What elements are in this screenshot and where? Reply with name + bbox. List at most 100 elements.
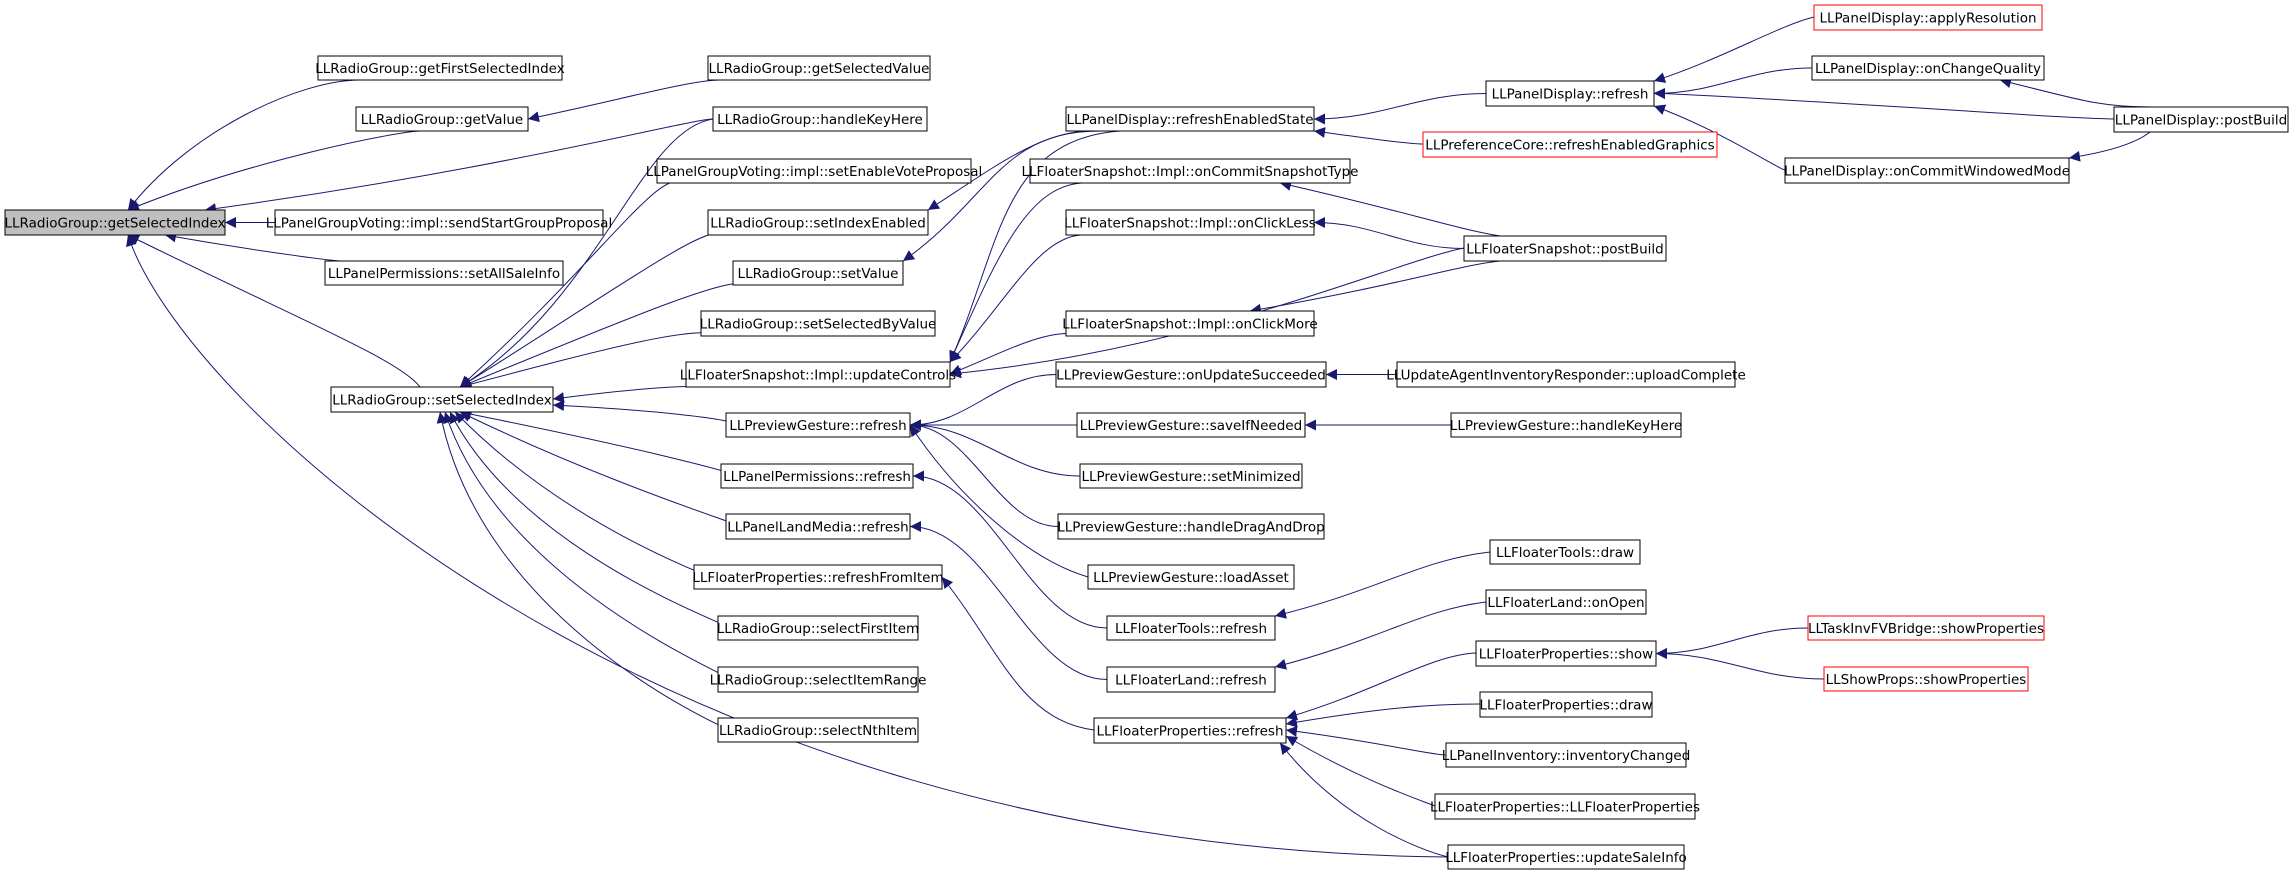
nodes: LLRadioGroup::getSelectedIndexLLRadioGro… xyxy=(4,4,2289,870)
call-edge xyxy=(436,411,731,731)
node-llradiogroup-getselectedvalue[interactable]: LLRadioGroup::getSelectedValue xyxy=(707,55,931,81)
call-edge xyxy=(552,400,741,426)
call-edge xyxy=(1653,16,1815,83)
node-label: LLRadioGroup::selectNthItem xyxy=(719,723,917,739)
node-box xyxy=(330,386,554,413)
call-edge xyxy=(1274,551,1491,619)
node-llpaneldisplay-oncommitwindowedmode[interactable]: LLPanelDisplay::onCommitWindowedMode xyxy=(1784,157,2070,184)
node-llradiogroup-selectfirstitem[interactable]: LLRadioGroup::selectFirstItem xyxy=(717,615,919,641)
node-llpreviewgesture-handlekeyhere[interactable]: LLPreviewGesture::handleKeyHere xyxy=(1450,412,1682,438)
node-llradiogroup-getfirstselectedindex[interactable]: LLRadioGroup::getFirstSelectedIndex xyxy=(315,55,565,81)
node-llradiogroup-getselectedindex[interactable]: LLRadioGroup::getSelectedIndex xyxy=(4,209,226,236)
node-llpanelgroupvoting-impl-setenablevoteproposal[interactable]: LLPanelGroupVoting::impl::setEnableVoteP… xyxy=(646,158,983,184)
node-llradiogroup-setindexenabled[interactable]: LLRadioGroup::setIndexEnabled xyxy=(707,209,929,236)
node-llradiogroup-setselectedindex[interactable]: LLRadioGroup::setSelectedIndex xyxy=(330,386,554,413)
node-llpaneldisplay-postbuild[interactable]: LLPanelDisplay::postBuild xyxy=(2113,106,2289,133)
node-label: LLPreviewGesture::setMinimized xyxy=(1081,469,1300,485)
node-llpreviewgesture-saveifneeded[interactable]: LLPreviewGesture::saveIfNeeded xyxy=(1076,412,1306,438)
node-llpanelpermissions-setallsaleinfo[interactable]: LLPanelPermissions::setAllSaleInfo xyxy=(324,260,564,286)
node-label: LLPanelDisplay::refresh xyxy=(1492,87,1649,103)
node-llfloatersnapshot-impl-oncommitsnapshottype[interactable]: LLFloaterSnapshot::Impl::onCommitSnapsho… xyxy=(1022,158,1359,184)
node-label: LLFloaterSnapshot::Impl::updateControls xyxy=(680,368,956,384)
call-edge xyxy=(909,419,1059,527)
call-edge xyxy=(1279,180,1501,237)
node-llpanellandmedia-refresh[interactable]: LLPanelLandMedia::refresh xyxy=(725,513,911,540)
node-llfloatersnapshot-postbuild[interactable]: LLFloaterSnapshot::postBuild xyxy=(1463,235,1667,262)
node-lltaskinvfvbridge-showproperties[interactable]: LLTaskInvFVBridge::showProperties xyxy=(1807,615,2045,641)
node-box xyxy=(1065,310,1315,337)
node-label: LLFloaterTools::refresh xyxy=(1115,621,1267,637)
node-label: LLPreviewGesture::saveIfNeeded xyxy=(1080,418,1302,434)
node-box xyxy=(693,564,943,590)
node-box xyxy=(1489,539,1641,565)
call-edge xyxy=(164,231,341,262)
node-llfloaterproperties-refresh[interactable]: LLFloaterProperties::refresh xyxy=(1093,717,1287,744)
node-label: LLPanelPermissions::refresh xyxy=(723,469,911,485)
node-llradiogroup-getvalue[interactable]: LLRadioGroup::getValue xyxy=(355,106,529,132)
call-edge xyxy=(1285,725,1447,756)
node-label: LLRadioGroup::getValue xyxy=(361,112,523,128)
node-label: LLFloaterProperties::LLFloaterProperties xyxy=(1430,800,1700,816)
call-edge xyxy=(1285,703,1481,728)
node-llfloaterproperties-refreshfromitem[interactable]: LLFloaterProperties::refreshFromItem xyxy=(692,564,944,590)
node-label: LLFloaterProperties::show xyxy=(1479,647,1653,663)
node-llfloaterproperties-show[interactable]: LLFloaterProperties::show xyxy=(1475,640,1657,667)
call-edge xyxy=(1285,652,1477,721)
node-box xyxy=(355,106,529,132)
call-edge xyxy=(1655,627,1809,659)
node-box xyxy=(707,55,931,81)
node-llpaneldisplay-applyresolution[interactable]: LLPanelDisplay::applyResolution xyxy=(1813,4,2043,31)
node-box xyxy=(717,666,919,693)
call-edge xyxy=(127,234,421,388)
call-edge xyxy=(1279,742,1449,858)
node-llradiogroup-setvalue[interactable]: LLRadioGroup::setValue xyxy=(732,260,904,286)
node-box xyxy=(1093,717,1287,744)
node-llfloatertools-draw[interactable]: LLFloaterTools::draw xyxy=(1489,539,1641,565)
node-llpreviewgesture-onupdatesucceeded[interactable]: LLPreviewGesture::onUpdateSucceeded xyxy=(1055,361,1327,388)
node-label: LLPanelDisplay::onChangeQuality xyxy=(1815,61,2041,77)
node-llpreviewgesture-setminimized[interactable]: LLPreviewGesture::setMinimized xyxy=(1079,463,1303,489)
call-edge xyxy=(1249,260,1501,315)
node-llradiogroup-selectnthitem[interactable]: LLRadioGroup::selectNthItem xyxy=(717,717,919,743)
node-box xyxy=(712,106,928,132)
node-llfloaterland-onopen[interactable]: LLFloaterLand::onOpen xyxy=(1485,589,1647,615)
node-box xyxy=(732,260,904,286)
node-label: LLRadioGroup::selectFirstItem xyxy=(717,621,919,637)
node-box xyxy=(1445,742,1687,768)
node-llfloaterland-refresh[interactable]: LLFloaterLand::refresh xyxy=(1106,666,1276,693)
call-edge xyxy=(1653,88,2115,120)
node-llpanelinventory-inventorychanged[interactable]: LLPanelInventory::inventoryChanged xyxy=(1442,742,1691,768)
node-llpaneldisplay-onchangequality[interactable]: LLPanelDisplay::onChangeQuality xyxy=(1811,55,2045,81)
node-llpreferencecore-refreshenabledgraphics[interactable]: LLPreferenceCore::refreshEnabledGraphics xyxy=(1422,131,1718,158)
node-label: LLRadioGroup::getSelectedValue xyxy=(709,61,930,77)
node-llupdateagentinventoryresponder-uploadcomplete[interactable]: LLUpdateAgentInventoryResponder::uploadC… xyxy=(1386,361,1746,388)
node-llfloatersnapshot-impl-updatecontrols[interactable]: LLFloaterSnapshot::Impl::updateControls xyxy=(680,361,956,388)
node-llradiogroup-setselectedbyvalue[interactable]: LLRadioGroup::setSelectedByValue xyxy=(700,310,937,337)
node-llradiogroup-handlekeyhere[interactable]: LLRadioGroup::handleKeyHere xyxy=(712,106,928,132)
node-box xyxy=(725,412,911,438)
node-llfloatersnapshot-impl-onclickmore[interactable]: LLFloaterSnapshot::Impl::onClickMore xyxy=(1062,310,1318,337)
node-llshowprops-showproperties[interactable]: LLShowProps::showProperties xyxy=(1823,666,2029,692)
node-box xyxy=(1485,589,1647,615)
call-edge xyxy=(912,470,1108,629)
node-llfloaterproperties-draw[interactable]: LLFloaterProperties::draw xyxy=(1479,691,1653,718)
call-edge xyxy=(1313,127,1424,145)
node-llpreviewgesture-loadasset[interactable]: LLPreviewGesture::loadAsset xyxy=(1087,564,1295,590)
node-llpaneldisplay-refresh[interactable]: LLPanelDisplay::refresh xyxy=(1485,80,1655,107)
node-llpreviewgesture-handledraganddrop[interactable]: LLPreviewGesture::handleDragAndDrop xyxy=(1057,513,1325,540)
node-llfloatersnapshot-impl-onclickless[interactable]: LLFloaterSnapshot::Impl::onClickLess xyxy=(1064,209,1316,236)
node-llpaneldisplay-refreshenabledstate[interactable]: LLPanelDisplay::refreshEnabledState xyxy=(1065,106,1315,132)
call-edge xyxy=(1313,217,1465,249)
node-llpanelgroupvoting-impl-sendstartgroupproposal[interactable]: LLPanelGroupVoting::impl::sendStartGroup… xyxy=(266,209,612,236)
node-llpreviewgesture-refresh[interactable]: LLPreviewGesture::refresh xyxy=(725,412,911,438)
node-llfloaterproperties-updatesaleinfo[interactable]: LLFloaterProperties::updateSaleInfo xyxy=(1445,844,1687,870)
node-box xyxy=(1784,157,2070,184)
node-llradiogroup-selectitemrange[interactable]: LLRadioGroup::selectItemRange xyxy=(710,666,927,693)
node-box xyxy=(1065,106,1315,132)
node-label: LLFloaterLand::refresh xyxy=(1115,673,1267,689)
node-box xyxy=(1479,691,1653,718)
node-llfloatertools-refresh[interactable]: LLFloaterTools::refresh xyxy=(1106,615,1276,641)
node-llpanelpermissions-refresh[interactable]: LLPanelPermissions::refresh xyxy=(720,463,914,489)
node-llfloaterproperties-llfloaterproperties[interactable]: LLFloaterProperties::LLFloaterProperties xyxy=(1430,793,1700,820)
node-label: LLFloaterSnapshot::Impl::onClickLess xyxy=(1064,216,1316,232)
